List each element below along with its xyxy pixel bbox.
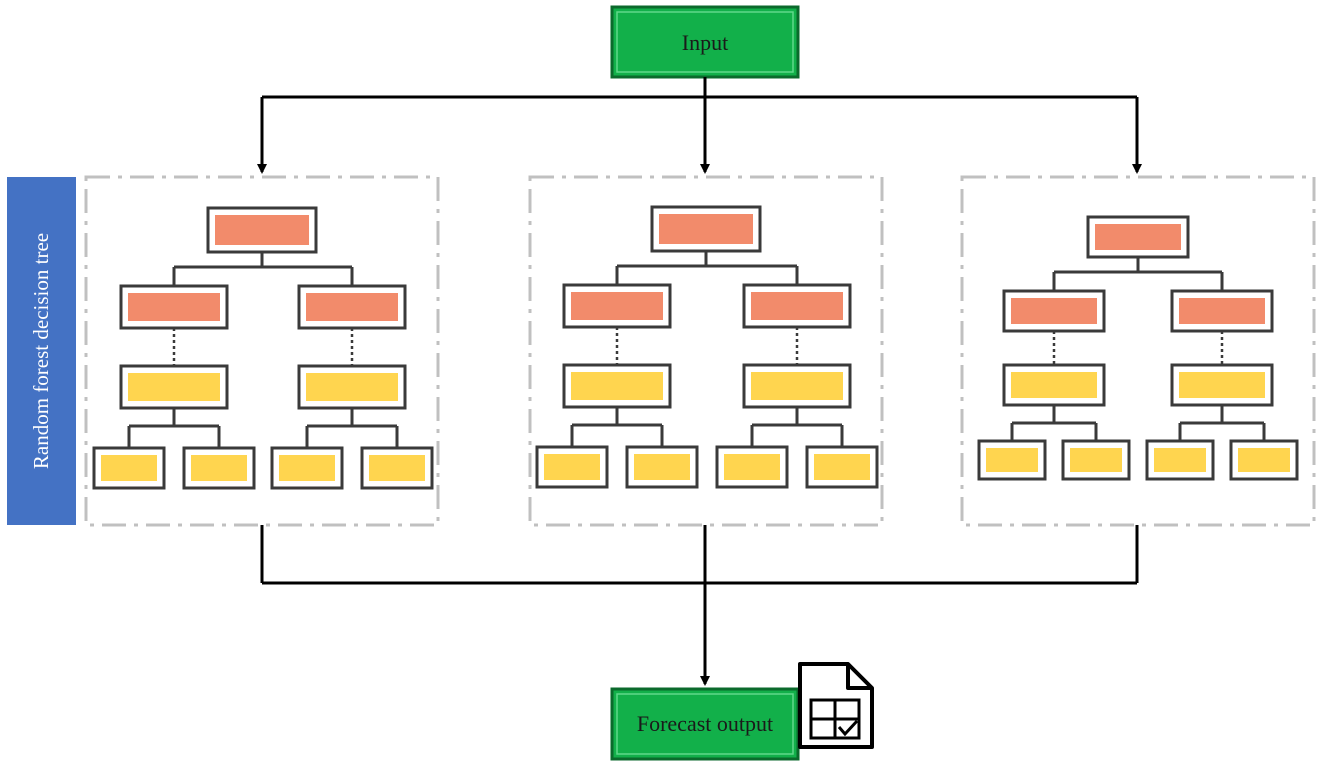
trees bbox=[84, 175, 1316, 527]
leaf-node-4 bbox=[1229, 439, 1299, 481]
output-label: Forecast output bbox=[637, 711, 773, 736]
branch-node-2 bbox=[1170, 289, 1274, 333]
input-connectors bbox=[257, 77, 1142, 174]
output-connectors bbox=[260, 525, 1139, 686]
branch-node-2 bbox=[297, 284, 407, 330]
split-node-2 bbox=[742, 363, 852, 409]
branch-node-1 bbox=[119, 284, 229, 330]
leaf-node-1 bbox=[92, 446, 166, 490]
side-label: Random forest decision tree bbox=[29, 233, 53, 469]
split-node-1 bbox=[562, 363, 672, 409]
leaf-node-2 bbox=[182, 446, 256, 490]
tree-panel-1 bbox=[84, 175, 440, 527]
leaf-node-2 bbox=[1061, 439, 1131, 481]
split-node-1 bbox=[119, 364, 229, 410]
leaf-node-3 bbox=[270, 446, 344, 490]
split-node-2 bbox=[1170, 363, 1274, 407]
leaf-node-3 bbox=[1145, 439, 1215, 481]
branch-node-1 bbox=[1002, 289, 1106, 333]
input-label: Input bbox=[682, 30, 728, 55]
leaf-node-1 bbox=[535, 445, 609, 489]
side-label-box: Random forest decision tree bbox=[7, 177, 76, 525]
split-node-1 bbox=[1002, 363, 1106, 407]
root-node bbox=[1086, 215, 1190, 259]
tree-panel-3 bbox=[960, 175, 1316, 527]
spreadsheet-check-icon bbox=[798, 662, 874, 749]
root-node bbox=[206, 206, 318, 254]
output-node: Forecast output bbox=[610, 687, 800, 761]
root-node bbox=[650, 205, 762, 253]
leaf-node-2 bbox=[625, 445, 699, 489]
branch-node-2 bbox=[742, 283, 852, 329]
split-node-2 bbox=[297, 364, 407, 410]
input-node: Input bbox=[610, 5, 800, 79]
branch-node-1 bbox=[562, 283, 672, 329]
tree-panel-2 bbox=[528, 175, 884, 527]
leaf-node-4 bbox=[805, 445, 879, 489]
leaf-node-1 bbox=[977, 439, 1047, 481]
leaf-node-4 bbox=[360, 446, 434, 490]
leaf-node-3 bbox=[715, 445, 789, 489]
